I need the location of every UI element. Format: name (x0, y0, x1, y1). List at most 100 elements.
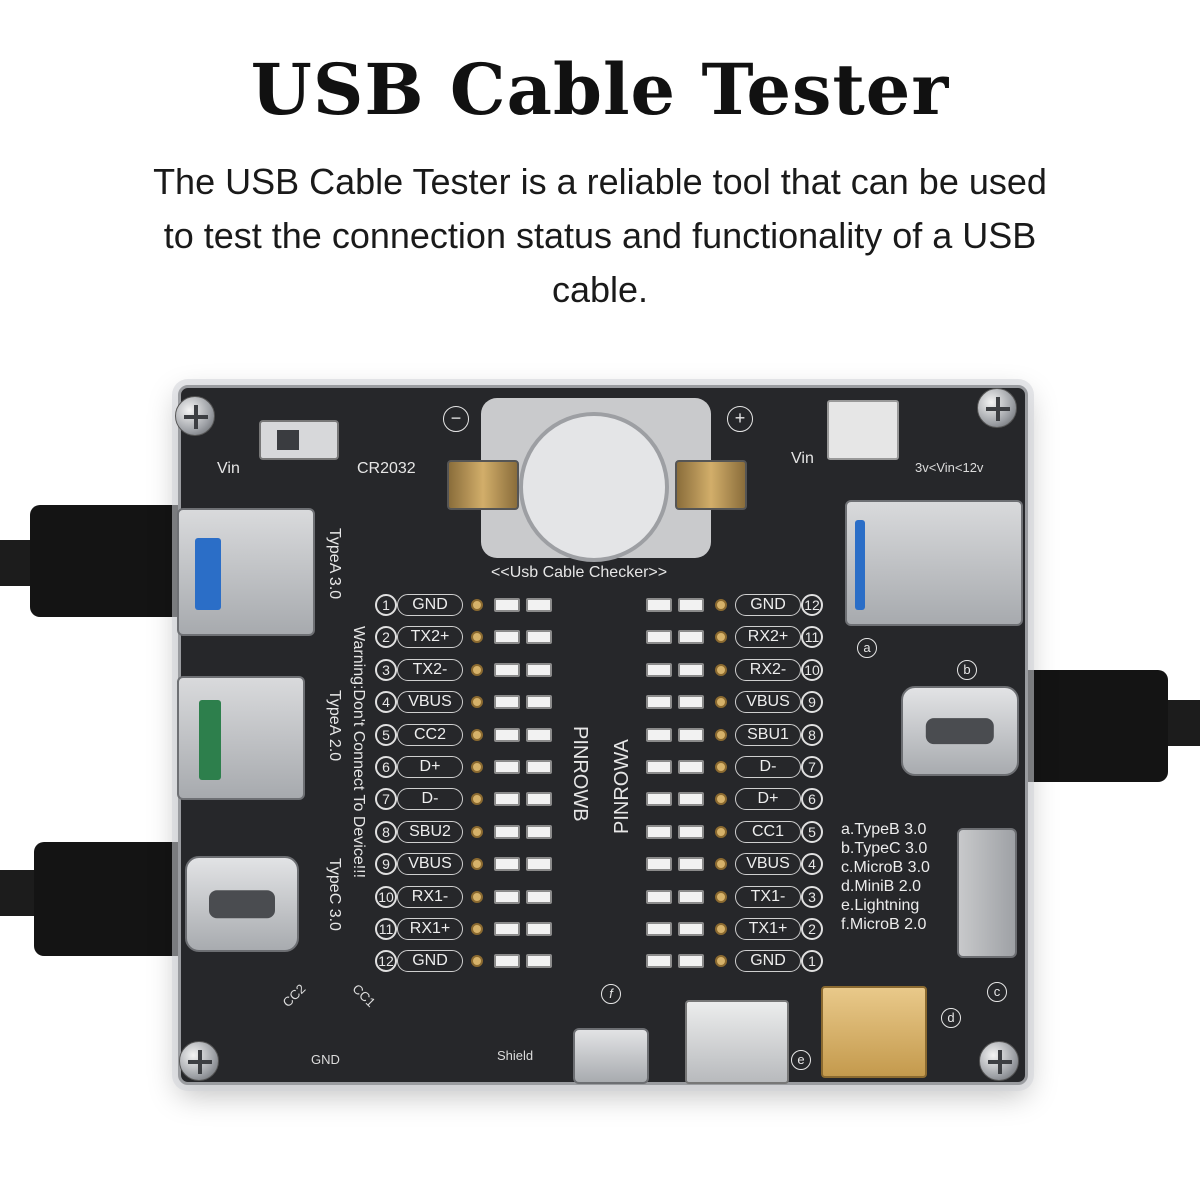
pin-label: CC1 (735, 820, 801, 843)
legend-item: a.TypeB 3.0 (841, 821, 927, 838)
led-chip (678, 760, 704, 774)
pin-number: 4 (801, 853, 823, 876)
legend-item: c.MicroB 3.0 (841, 859, 930, 876)
pin-number: 8 (801, 723, 823, 746)
led-chip (494, 922, 520, 936)
pin-row-item: TX1+2 (643, 916, 823, 942)
pin-number: 8 (375, 820, 397, 843)
page-title: USB Cable Tester (250, 48, 950, 131)
mark-d: d (941, 1008, 961, 1028)
pin-label: TX2- (397, 658, 463, 681)
vin-range-label: 3v<Vin<12v (915, 460, 984, 475)
vin-right-label: Vin (791, 450, 814, 467)
typea-20-port[interactable] (177, 676, 305, 800)
cr2032-battery-holder (447, 398, 747, 562)
left-cable-plug-bottom (34, 842, 194, 956)
test-pad (715, 663, 727, 676)
test-pad (715, 728, 727, 741)
pin-number: 1 (801, 950, 823, 973)
typec30-label: TypeC 3.0 (326, 858, 343, 931)
test-pad (471, 923, 483, 935)
pin-number: 3 (801, 885, 823, 908)
vin-connector[interactable] (827, 400, 899, 460)
vin-left-label: Vin (217, 460, 240, 477)
led-chip (494, 824, 520, 839)
typea20-label: TypeA 2.0 (326, 690, 343, 762)
typea-30-port[interactable] (177, 508, 315, 636)
pin-number: 2 (375, 626, 397, 649)
pin-label: TX1- (735, 885, 801, 908)
pin-label: D- (397, 788, 463, 811)
pinrow-a-label: PINROWA (611, 739, 633, 834)
right-cable-plug (1018, 670, 1168, 782)
microb-20-port[interactable] (573, 1028, 649, 1084)
pin-row-item: RX2+11 (643, 624, 823, 650)
usb-cable-checker-label: <<Usb Cable Checker>> (491, 564, 668, 581)
led-chip (646, 727, 672, 742)
lightning-port[interactable] (685, 1000, 789, 1084)
led-chip (646, 824, 672, 839)
mark-f: f (601, 984, 621, 1004)
pin-label: GND (397, 594, 463, 616)
typec-30-port-right[interactable] (901, 686, 1019, 776)
screw-top-left (175, 396, 215, 436)
mark-c: c (987, 982, 1007, 1002)
pin-label: GND (735, 594, 801, 616)
pin-row-item: D+6 (643, 786, 823, 812)
test-pad (715, 825, 727, 838)
test-pad (715, 793, 727, 806)
test-pad (715, 858, 727, 871)
test-pad (471, 696, 483, 709)
pin-number: 5 (375, 723, 397, 746)
pin-label: D+ (397, 756, 463, 778)
led-chip (646, 630, 672, 645)
led-chip (678, 922, 704, 936)
pin-label: SBU1 (735, 723, 801, 746)
pinrow-b-label: PINROWB (569, 726, 591, 822)
typeb-30-port[interactable] (845, 500, 1023, 626)
cc1-label: CC1 (349, 980, 379, 1011)
led-chip (646, 857, 672, 872)
power-switch[interactable] (259, 420, 339, 460)
typec-30-port-left[interactable] (185, 856, 299, 952)
pin-row-item: D-7 (643, 754, 823, 780)
test-pad (715, 599, 727, 611)
test-pad (471, 793, 483, 806)
microb-30-port[interactable] (957, 828, 1017, 958)
test-pad (715, 631, 727, 644)
pin-number: 2 (801, 918, 823, 940)
minus-marker: − (443, 406, 469, 432)
pin-row-item: RX2-10 (643, 657, 823, 683)
test-pad (715, 761, 727, 773)
test-pad (471, 825, 483, 838)
page-description: The USB Cable Tester is a reliable tool … (153, 161, 1047, 310)
battery-clip-right (675, 460, 747, 510)
pin-number: 9 (375, 853, 397, 876)
led-chip (494, 857, 520, 872)
left-cable-plug-top (30, 505, 188, 617)
led-chip (494, 889, 520, 904)
led-chip (526, 889, 552, 904)
pin-number: 5 (801, 820, 823, 843)
led-chip (678, 630, 704, 645)
led-chip (646, 922, 672, 936)
shield-label: Shield (497, 1048, 534, 1063)
pin-number: 7 (375, 788, 397, 811)
led-chip (526, 954, 552, 969)
pin-number: 6 (375, 756, 397, 778)
led-chip (494, 954, 520, 969)
minib-20-port[interactable] (821, 986, 927, 1078)
test-pad (471, 761, 483, 773)
led-chip (526, 598, 552, 612)
pin-number: 6 (801, 788, 823, 811)
